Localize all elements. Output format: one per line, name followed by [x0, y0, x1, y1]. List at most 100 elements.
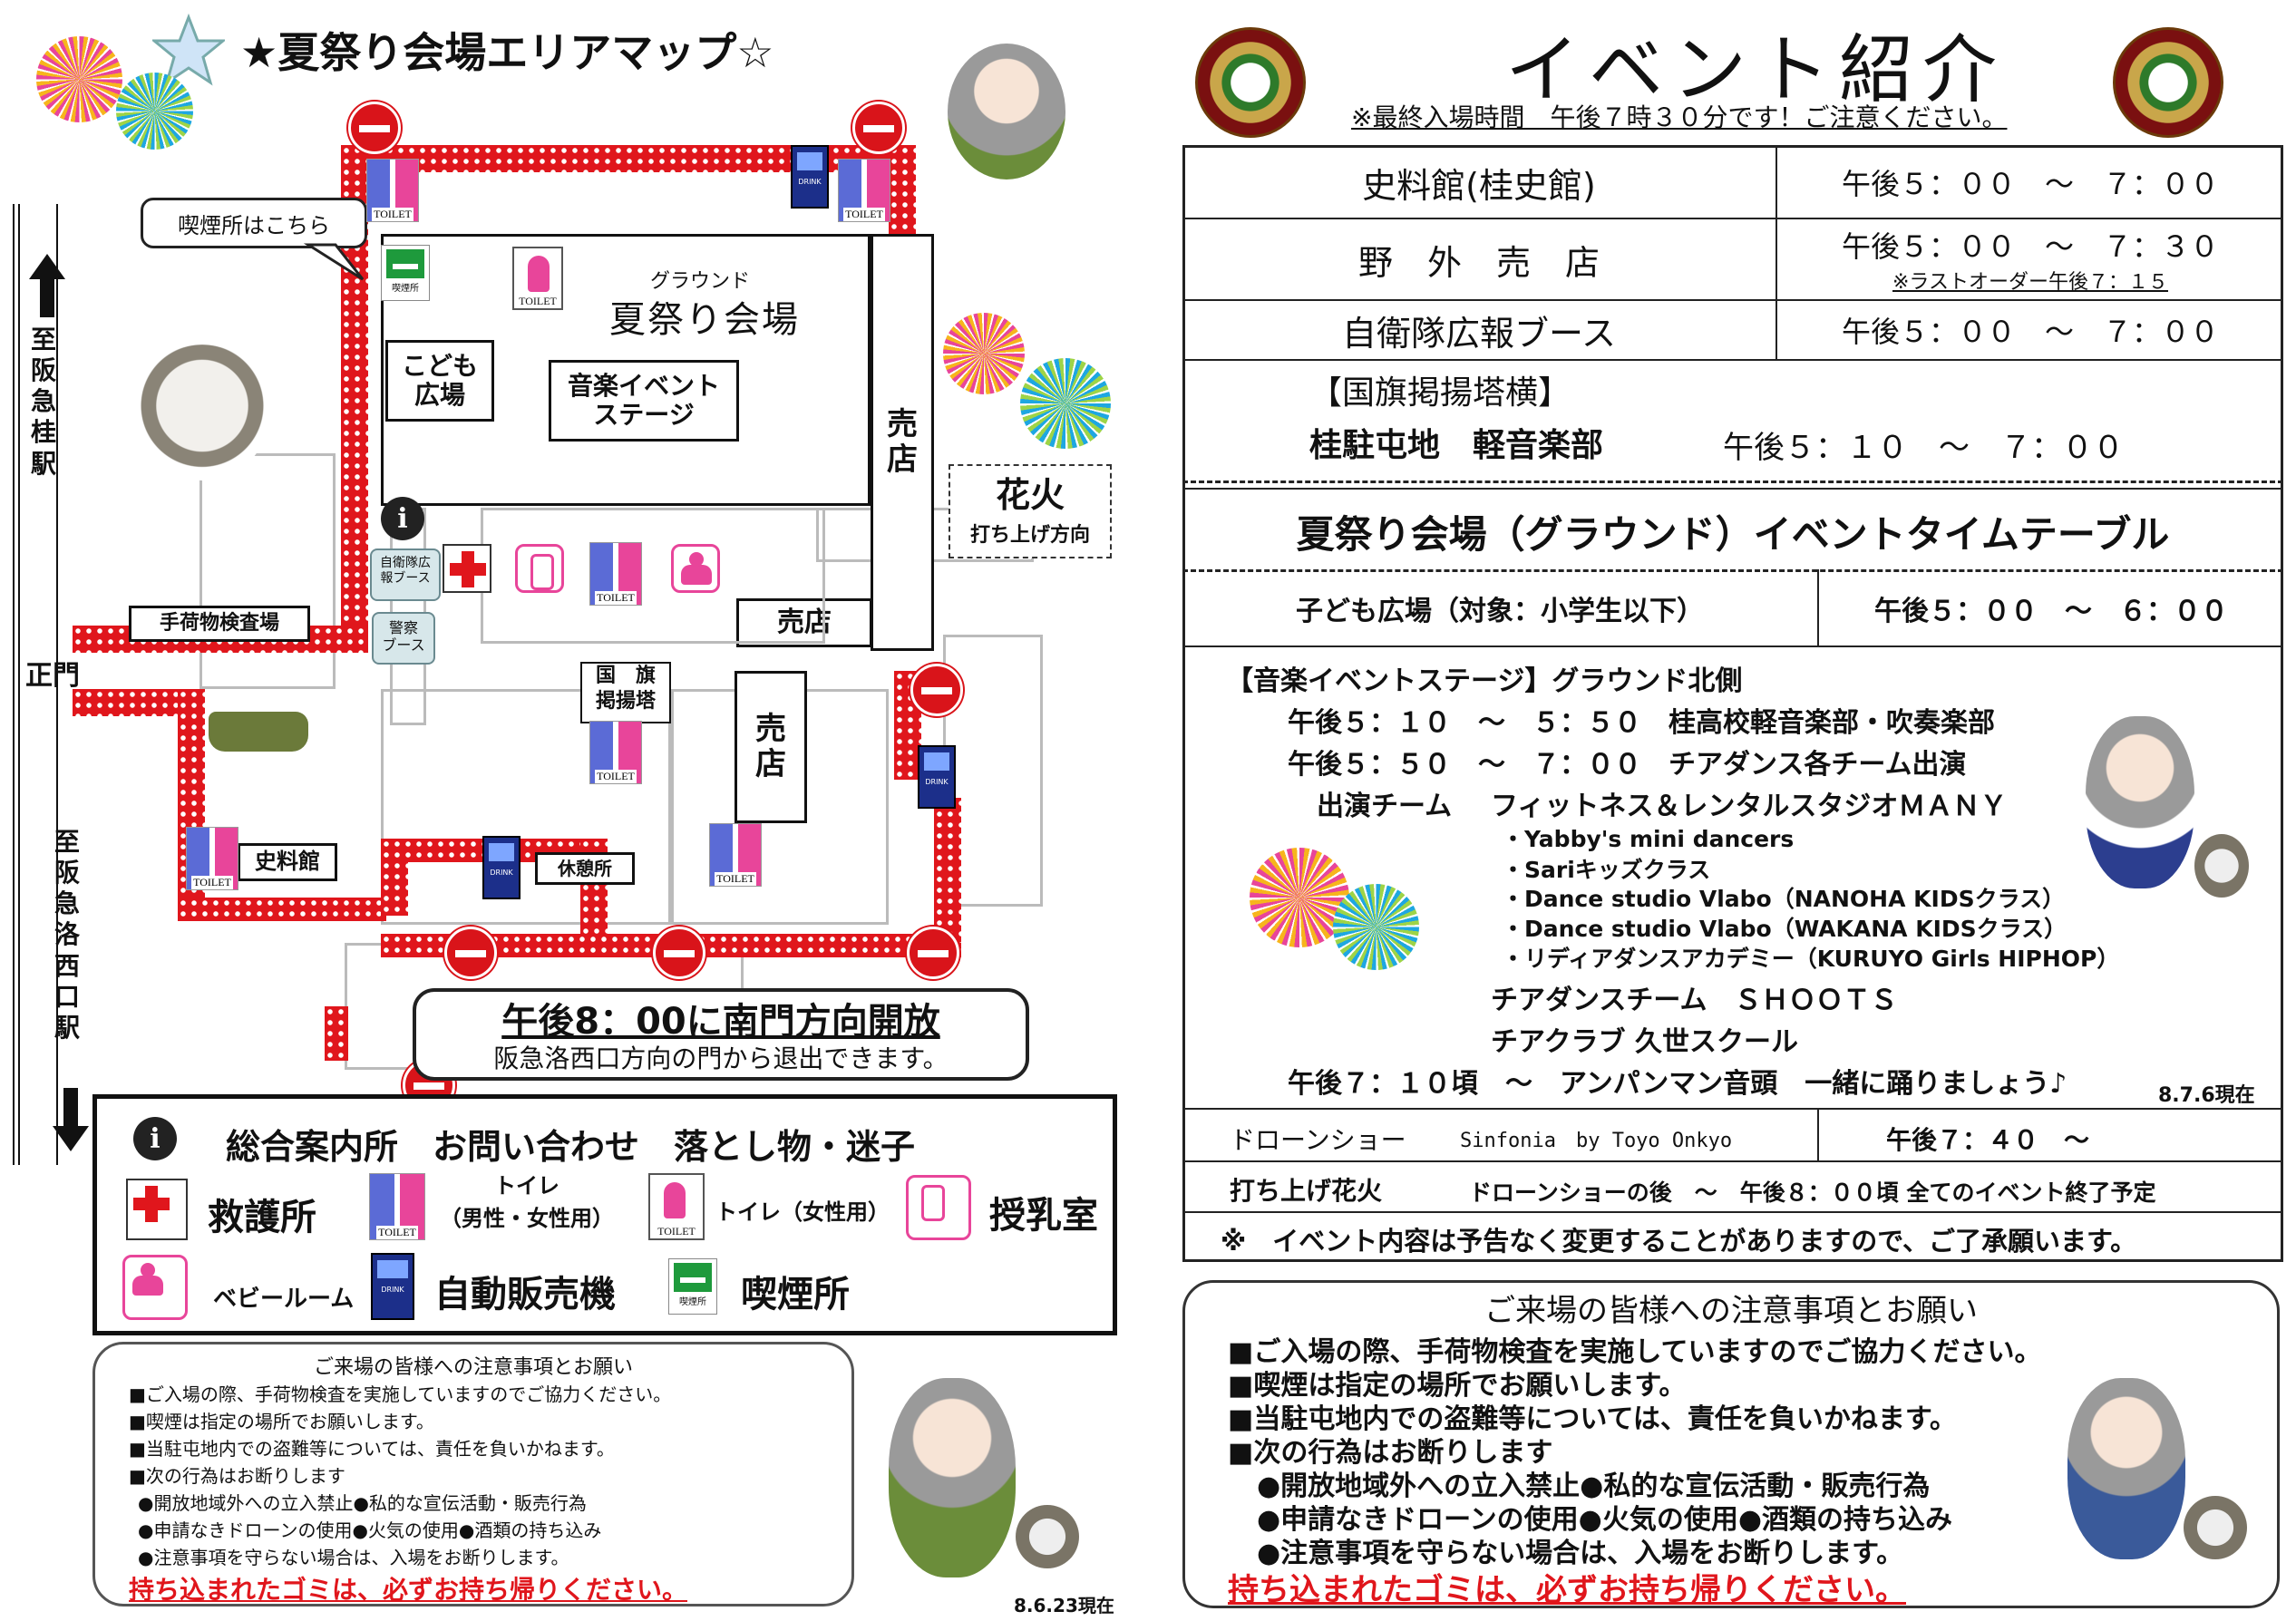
left-note-line: ●申請なきドローンの使用●火気の使用●酒類の持ち込み [138, 1519, 602, 1541]
shop-south: 売 店 [735, 671, 807, 823]
firework-icon [36, 36, 122, 122]
fireworks-show-name: 打ち上げ花火 [1230, 1176, 1383, 1206]
toilet-icon: TOILET [369, 1173, 425, 1240]
music-slot-2: 午後５：５０ ～ ７：００ チアダンス各チーム出演 [1288, 749, 1967, 781]
divider [1182, 1108, 2283, 1110]
kids-event-time: 午後５：００ ～ ６：００ [1874, 596, 2228, 627]
no-entry-icon [653, 927, 705, 979]
road [381, 689, 671, 925]
legend-nursing: 授乳室 [989, 1195, 1098, 1237]
no-entry-icon [348, 102, 401, 154]
right-notes-warning: 持ち込まれたゴミは、必ずお持ち帰りください。 [1228, 1572, 1906, 1608]
toilet-icon: TOILET [589, 721, 642, 784]
unit-emblem [1195, 27, 1306, 138]
team-item: ・リディアダンスアカデミー（KURUYO Girls HIPHOP） [1502, 946, 2120, 972]
event-name: 史料館(桂史館) [1362, 165, 1596, 206]
team-item: ・Dance studio Vlabo（NANOHA KIDSクラス） [1502, 886, 2066, 912]
rest-area: 休憩所 [535, 852, 635, 885]
shop-center: 売店 [736, 598, 872, 647]
no-entry-icon [910, 664, 963, 716]
drone-sponsor: Sinfonia by Toyo Onkyo [1460, 1130, 1733, 1152]
event-time: 午後５：００ ～ ７：３０ [1841, 229, 2219, 264]
arrow-up-icon [29, 254, 65, 317]
legend-first-aid: 救護所 [208, 1197, 316, 1238]
divider [1182, 569, 2283, 572]
main-gate: 正門 [25, 660, 80, 692]
event-name: 野 外 売 店 [1357, 242, 1600, 283]
flag-tower: 国 旗 掲揚塔 [595, 665, 656, 713]
events-title: イベント紹介 [1505, 27, 2007, 113]
event-name: 自衛隊広報ブース [1341, 313, 1617, 354]
toilet-female-icon: TOILET [648, 1173, 705, 1240]
pr-booth: 自衛隊広 報ブース [370, 548, 441, 601]
railway [13, 204, 20, 1165]
south-gate-callout [413, 988, 1029, 1081]
flagpole-time: 午後５：１０ ～ ７：００ [1723, 430, 2124, 466]
team-main: フィットネス＆レンタルスタジオＭＡＮＹ [1491, 791, 2008, 822]
left-notes-title: ご来場の皆様への注意事項とお願い [313, 1356, 633, 1379]
fireworks-label: 花火 [995, 475, 1065, 515]
event-time: 午後５：００ ～ ７：００ [1841, 315, 2219, 349]
to-rakusaiguchi-station: 至 阪 急 洛 西 口 駅 [54, 827, 81, 1043]
no-entry-icon [444, 927, 497, 979]
left-note-line: ■当駐屯地内での盗難等については、責任を負いかねます。 [129, 1438, 615, 1460]
railway [56, 204, 62, 1165]
team-item: ・Yabby's mini dancers [1502, 826, 1795, 852]
legend-smoking: 喫煙所 [741, 1274, 850, 1315]
left-note-line: ●開放地域外への立入禁止●私的な宣伝活動・販売行為 [138, 1492, 587, 1514]
no-entry-icon [907, 927, 959, 979]
music-slot-1: 午後５：１０ ～ ５：５０ 桂高校軽音楽部・吹奏楽部 [1288, 707, 1995, 739]
team-shoots: チアダンスチーム ＳＨＯＯＴＳ [1491, 985, 1898, 1016]
divider [1182, 645, 2283, 647]
divider [1182, 1160, 2283, 1162]
star-icon [152, 14, 225, 86]
right-note-line: ●申請なきドローンの使用●火気の使用●酒類の持ち込み [1257, 1504, 1953, 1536]
music-stage: 音楽イベント ステージ [549, 360, 739, 442]
divider [1817, 1108, 1819, 1160]
events-disclaimer: ※ イベント内容は予告なく変更することがありますので、ご了承願います。 [1221, 1226, 2137, 1257]
shop-east: 売 店 [871, 234, 934, 651]
nursing-room-icon [906, 1175, 971, 1240]
timetable-title: 夏祭り会場（グラウンド）イベントタイムテーブル [1296, 511, 2170, 557]
first-aid-icon [126, 1179, 188, 1240]
anpanman-dance: 午後７：１０頃 ～ アンパンマン音頭 一緒に踊りましょう♪ [1288, 1068, 2067, 1100]
divider [1182, 488, 2283, 490]
drone-show-name: ドローンショー [1230, 1125, 1406, 1155]
mascot-character [2067, 1378, 2185, 1559]
music-header: 【音楽イベントステージ】グラウンド北側 [1226, 665, 1743, 697]
route [934, 798, 961, 943]
map-legend: i 総合案内所 お問い合わせ 落とし物・迷子 救護所 TOILET トイレ （男… [92, 1094, 1117, 1335]
right-notes-title: ご来場の皆様への注意事項とお願い [1484, 1293, 1978, 1329]
unit-emblem [2113, 27, 2223, 138]
left-notes-warning: 持ち込まれたゴミは、必ずお持ち帰りください。 [129, 1575, 688, 1605]
firework-icon [1020, 358, 1111, 449]
ground-ruby: グラウンド [650, 270, 751, 293]
tank-image [209, 712, 308, 752]
fireworks-direction-box [949, 464, 1112, 558]
first-aid-icon [443, 544, 491, 593]
smoking-area-icon: 喫煙所 [668, 1258, 717, 1315]
mascot-bird [2184, 1496, 2247, 1559]
vending-machine-icon [482, 836, 520, 899]
firework-icon [1333, 884, 1419, 970]
right-note-line: ■当駐屯地内での盗難等については、責任を負いかねます。 [1228, 1403, 1957, 1435]
fireworks-show-time: ドローンショーの後 ～ 午後８：００頃 全てのイベント終了予定 [1469, 1179, 2156, 1206]
nursing-room-icon [515, 544, 564, 593]
right-note-line: ●開放地域外への立入禁止●私的な宣伝活動・販売行為 [1257, 1471, 1931, 1502]
vending-machine-icon [791, 145, 829, 209]
divider [1817, 569, 1819, 645]
police-booth: 警察 ブース [372, 612, 435, 665]
info-icon: i [381, 497, 424, 540]
legend-toilet-female: トイレ（女性用） [715, 1199, 890, 1225]
map-title: ★夏祭り会場エリアマップ☆ [240, 28, 774, 77]
team-item: ・Dance studio Vlabo（WAKANA KIDSクラス） [1502, 916, 2067, 942]
legend-baby-room: ベビールーム [213, 1286, 355, 1313]
divider [1182, 359, 2283, 361]
mascot-bird [1016, 1505, 1079, 1568]
team-kuze: チアクラブ 久世スクール [1491, 1026, 1798, 1058]
smoking-area-icon: 喫煙所 [381, 245, 430, 301]
events-date: 8.7.6現在 [2158, 1084, 2255, 1107]
baby-room-icon [671, 544, 720, 593]
events-notice: ※最終入場時間 午後７時３０分です！ご注意ください。 [1351, 102, 2008, 132]
smoking-callout: 喫煙所はこちら [141, 198, 367, 248]
